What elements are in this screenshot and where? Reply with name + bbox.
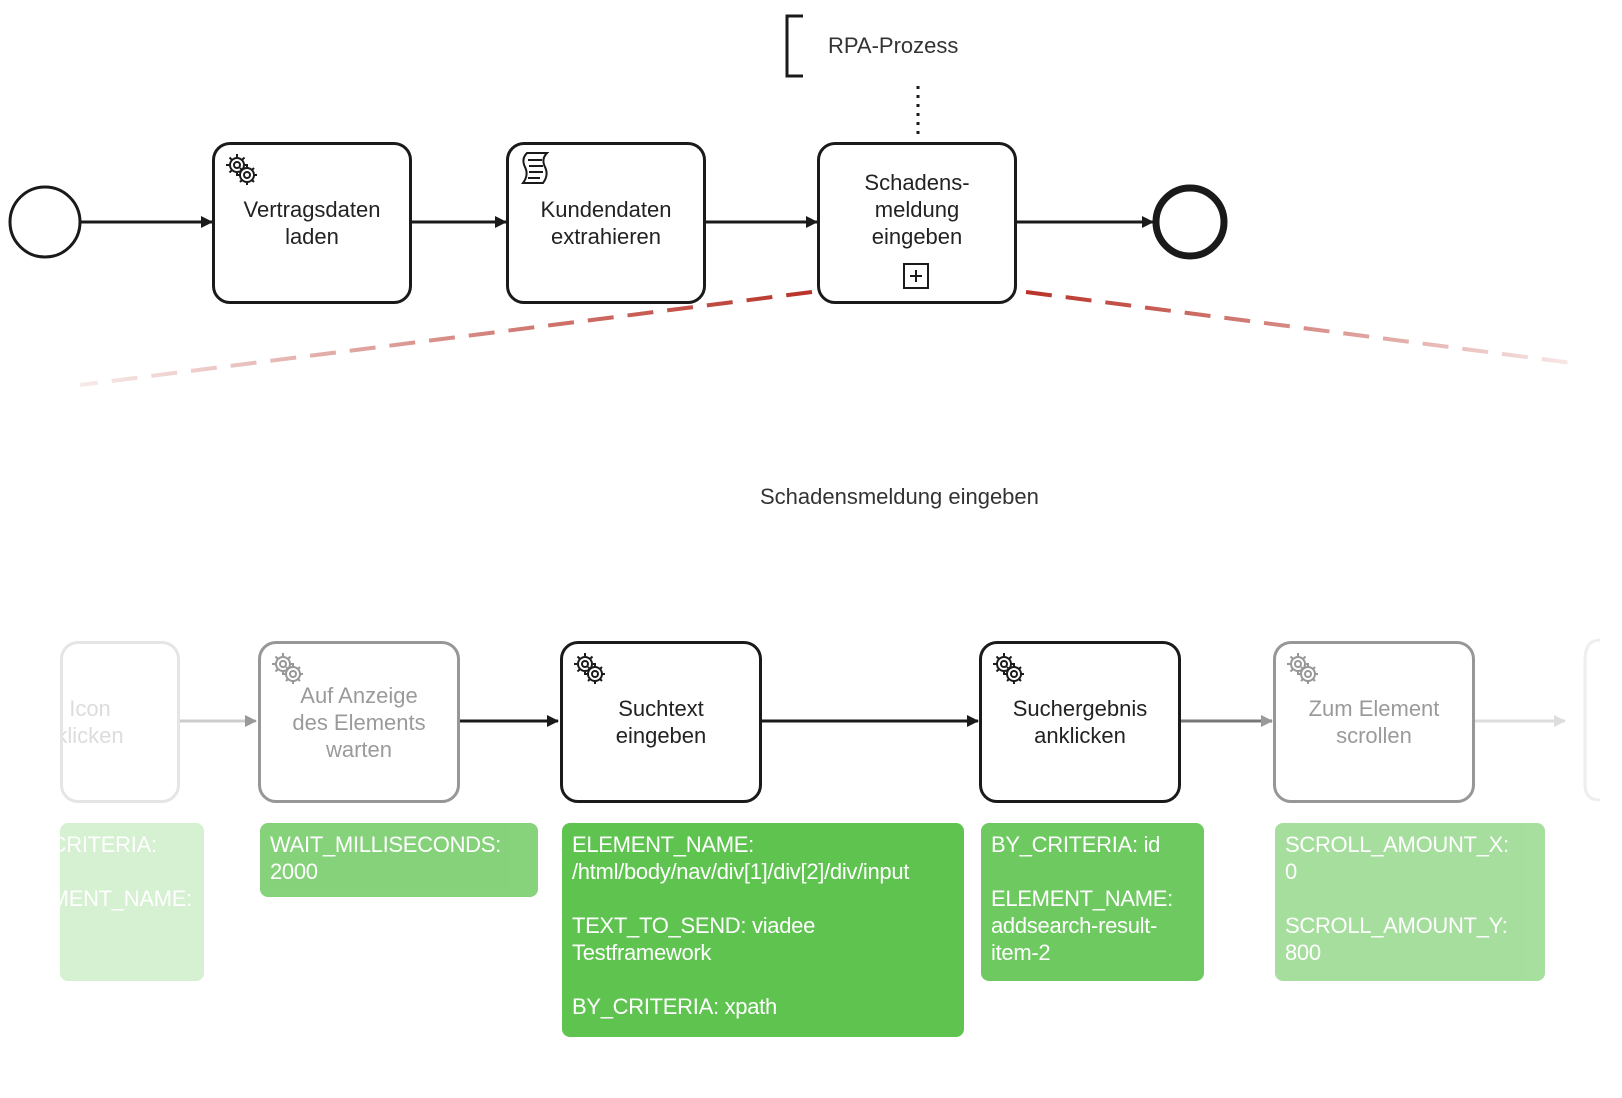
note-params-suchergebnis: BY_CRITERIA: id ELEMENT_NAME: addsearch-…: [981, 823, 1204, 981]
script-icon: [521, 152, 550, 184]
note-text: BY_CRITERIA: ELEMENT_NAME: icon: [60, 832, 192, 911]
note-text: WAIT_MILLISECONDS: 2000: [270, 832, 501, 884]
task-label: Suchergebnis anklicken: [1012, 696, 1148, 748]
subprocess-title: Schadensmeldung eingeben: [760, 484, 1039, 509]
note-params-suchtext: ELEMENT_NAME: /html/body/nav/div[1]/div[…: [562, 823, 964, 1037]
annotation-bracket: [785, 14, 803, 78]
task-label: Vertragsdaten laden: [243, 197, 381, 249]
task-icon-klicken[interactable]: Icon klicken: [60, 641, 180, 803]
note-text: BY_CRITERIA: id ELEMENT_NAME: addsearch-…: [991, 832, 1173, 965]
task-label: Zum Element scrollen: [1308, 696, 1440, 748]
gear-icon: [993, 653, 1024, 684]
gear-icon: [226, 154, 257, 185]
zoom-line-right: [1025, 290, 1581, 366]
expand-marker-icon[interactable]: [903, 263, 929, 289]
gear-icon: [272, 653, 303, 684]
task-label: Auf Anzeige des Elements warten: [292, 682, 426, 762]
task-label: Schadens- meldung eingeben: [864, 169, 970, 249]
annotation-text: RPA-Prozess: [828, 33, 959, 58]
zoom-line-left: [79, 290, 813, 387]
note-params-scrollen: SCROLL_AMOUNT_X: 0 SCROLL_AMOUNT_Y: 800: [1275, 823, 1545, 981]
task-kundendaten-extrahieren[interactable]: Kundendaten extrahieren: [506, 142, 706, 304]
task-label: Icon klicken: [60, 696, 124, 748]
gear-icon: [574, 653, 605, 684]
task-auf-anzeige-warten[interactable]: Auf Anzeige des Elements warten: [258, 641, 460, 803]
subprocess-schadensmeldung-eingeben[interactable]: Schadens- meldung eingeben: [817, 142, 1017, 304]
task-zum-element-scrollen[interactable]: Zum Element scrollen: [1273, 641, 1475, 803]
gear-icon: [1287, 653, 1318, 684]
start-event: [8, 185, 82, 259]
note-text: ELEMENT_NAME: /html/body/nav/div[1]/div[…: [572, 832, 910, 1019]
note-params-icon-klicken: BY_CRITERIA: ELEMENT_NAME: icon: [60, 823, 204, 981]
note-params-warten: WAIT_MILLISECONDS: 2000: [260, 823, 538, 897]
task-next-partial: [1583, 638, 1601, 802]
end-event: [1152, 184, 1228, 260]
task-suchergebnis-anklicken[interactable]: Suchergebnis anklicken: [979, 641, 1181, 803]
task-vertragsdaten-laden[interactable]: Vertragsdaten laden: [212, 142, 412, 304]
note-text: SCROLL_AMOUNT_X: 0 SCROLL_AMOUNT_Y: 800: [1285, 832, 1509, 965]
task-suchtext-eingeben[interactable]: Suchtext eingeben: [560, 641, 762, 803]
task-label: Kundendaten extrahieren: [540, 197, 672, 249]
task-label: Suchtext eingeben: [615, 696, 707, 748]
